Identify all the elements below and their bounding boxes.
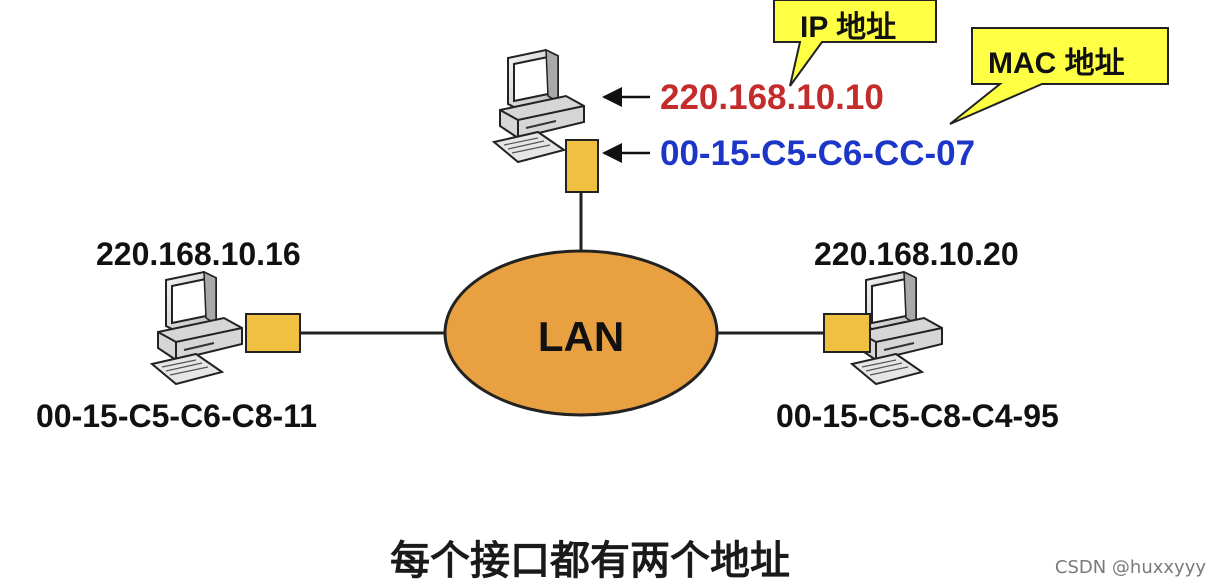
computer-icon-left	[151, 271, 243, 385]
callout-mac-label: MAC 地址	[988, 47, 1125, 80]
callout-bubble-ip	[773, 0, 937, 87]
callout-ip-label: IP 地址	[800, 11, 897, 44]
diagram-caption: 每个接口都有两个地址	[390, 538, 790, 584]
nic-left	[245, 313, 301, 353]
left-host-mac: 00-15-C5-C6-C8-11	[36, 398, 318, 434]
nic-right	[823, 313, 871, 353]
lan-ellipse	[443, 249, 719, 417]
nic-top	[565, 139, 599, 193]
top-host-mac: 00-15-C5-C6-CC-07	[660, 134, 976, 173]
callout-bubble-mac	[949, 27, 1169, 125]
lan-label: LAN	[537, 313, 625, 360]
right-host-ip: 220.168.10.20	[814, 236, 1019, 272]
left-host-ip: 220.168.10.16	[96, 236, 301, 272]
watermark: CSDN @huxxyyy	[1054, 557, 1206, 578]
right-host-mac: 00-15-C5-C8-C4-95	[776, 398, 1059, 434]
top-host-ip: 220.168.10.10	[660, 78, 884, 117]
